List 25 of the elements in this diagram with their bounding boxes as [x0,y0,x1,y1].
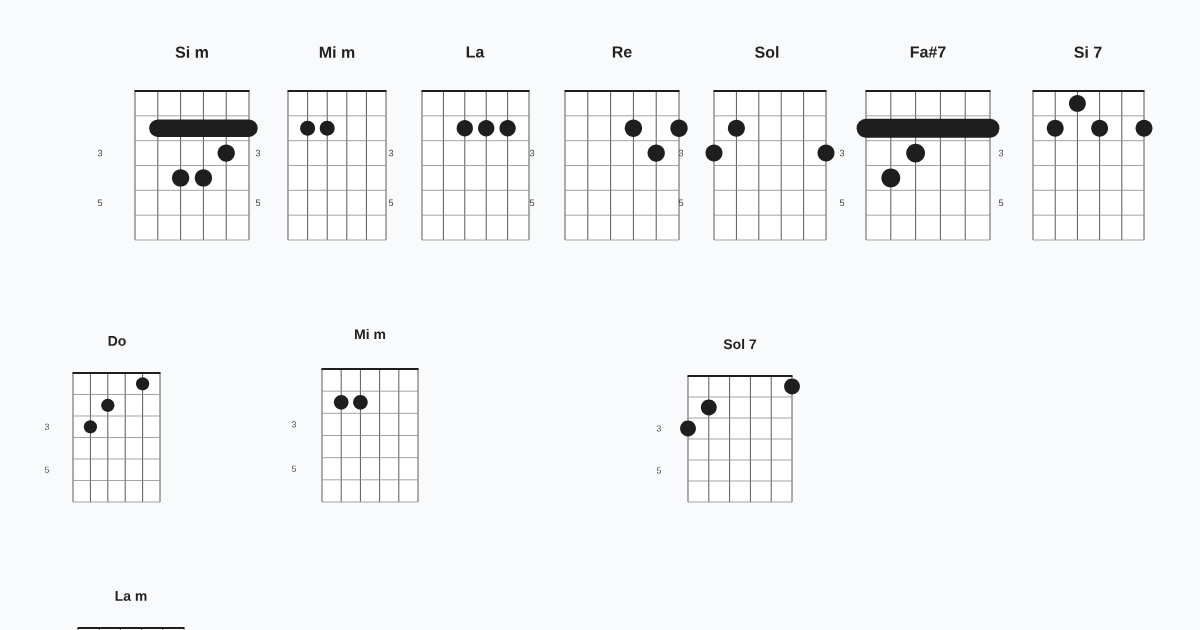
chord-name: La m [115,591,147,601]
chord-name: Mi m [355,328,386,340]
fret-number: 5 [998,199,1004,206]
chord-name: La [466,46,485,58]
chord-name: Sol [755,46,779,58]
fret-number: 3 [97,149,103,157]
fret-number: 3 [998,149,1004,157]
fret-number: 5 [97,199,103,206]
fret-number: 3 [291,421,297,428]
fret-number: 3 [839,149,845,157]
chord-name: Re [612,46,632,58]
chord-name: Fa#7 [910,46,946,58]
chord-name: Si 7 [1074,46,1102,58]
fret-number: 3 [44,423,50,430]
chord-name: Mi m [319,46,355,58]
fret-number: 5 [291,465,297,472]
fret-number: 5 [678,199,684,206]
fret-number: 3 [678,149,684,157]
fret-number: 5 [44,466,50,473]
fret-number: 5 [656,467,662,474]
fret-number: 5 [839,199,845,206]
chord-name: Si m [175,46,208,58]
chord-name: Sol 7 [723,338,757,350]
fret-number: 3 [656,425,662,432]
chord-name: Do [108,336,126,346]
